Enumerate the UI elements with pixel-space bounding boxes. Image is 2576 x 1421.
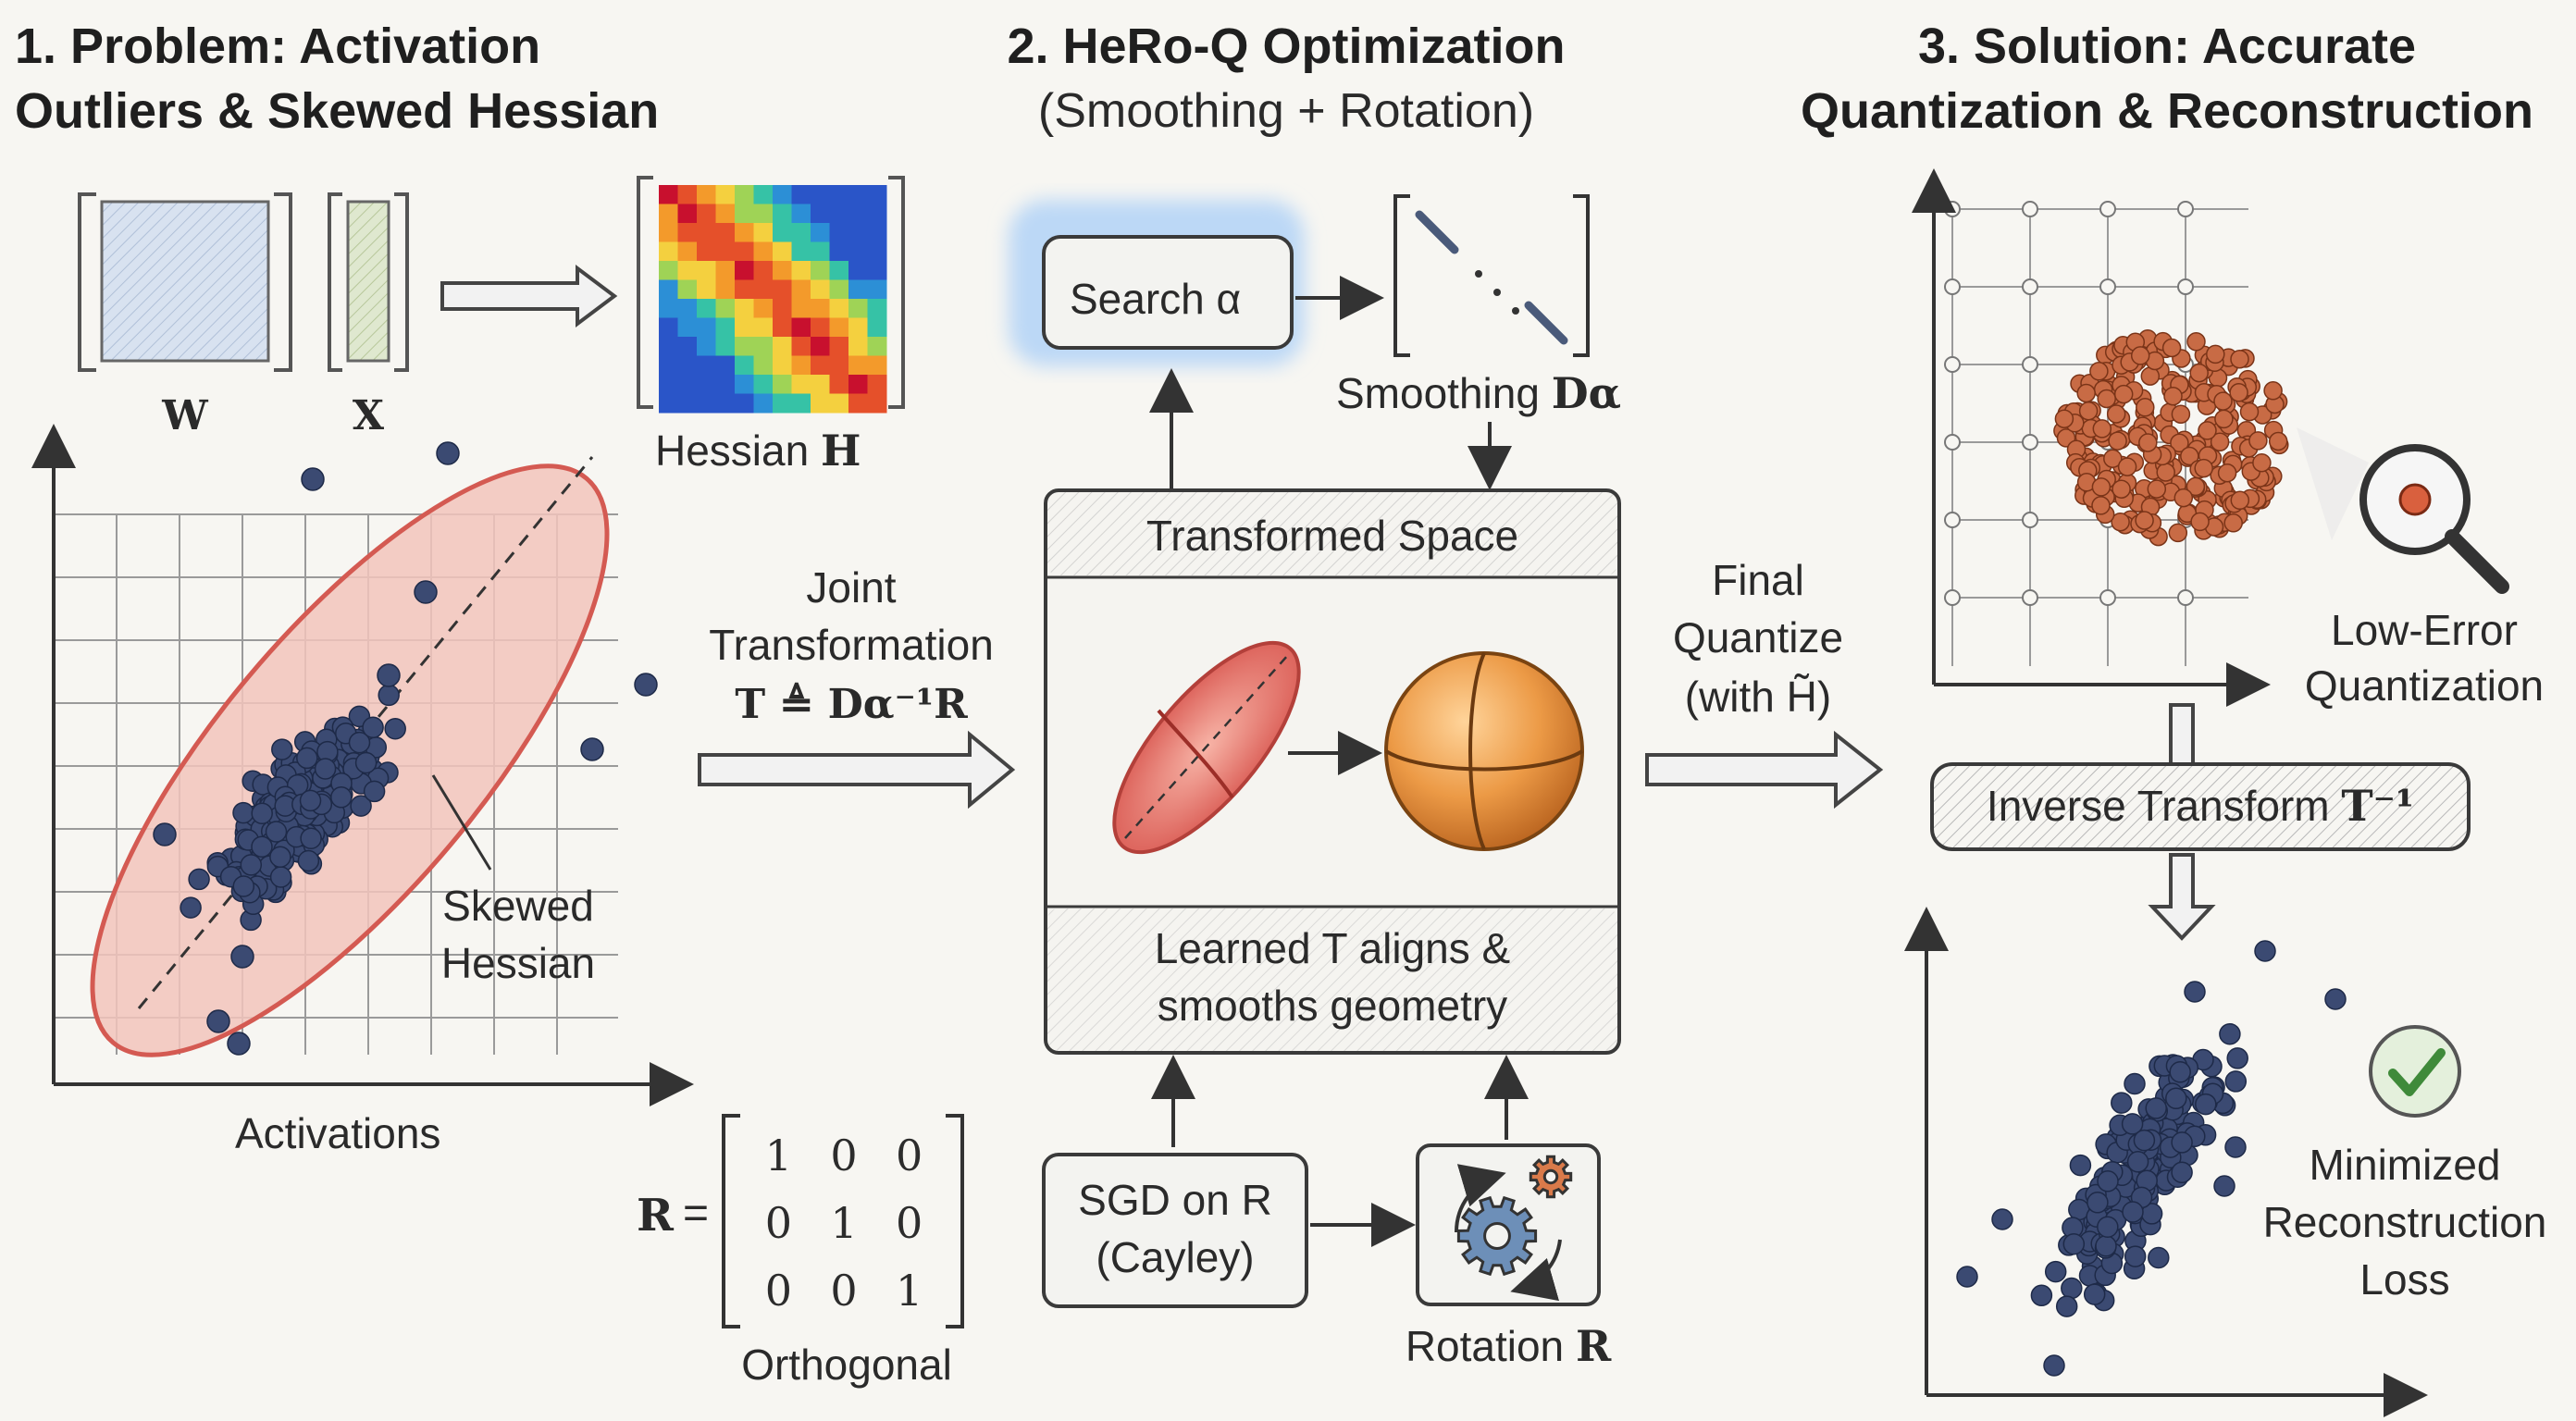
r-cell: 0 [896,1130,923,1180]
w-matrix [78,192,292,372]
final-label-line3: (with H̃) [1684,673,1832,721]
inverse-transform-label: Inverse Transform T⁻¹ [1986,781,2415,831]
r-matrix-brackets [722,1114,964,1328]
search-alpha-label: Search α [1070,275,1242,323]
reconstructed-points [1956,940,2347,1377]
skewed-hessian-label-line1: Skewed [442,882,594,930]
gear-icon [1416,1143,1601,1306]
r-cell: 0 [896,1197,923,1248]
final-label-line2: Quantize [1672,613,1844,661]
joint-transformation-arrow [698,730,1016,809]
r-cell: 0 [830,1266,858,1316]
down-arrow-to-inverse [2169,703,2195,766]
panel2-title-line1: 2. HeRo-Q Optimization [1007,19,1566,74]
sgd-box [1042,1153,1308,1308]
rotation-label: Rotation R [1405,1321,1612,1371]
check-icon [2369,1025,2461,1118]
rotation-matrix: 1 0 0 0 1 0 0 0 1 [746,1121,942,1325]
joint-label-line1: Joint [806,563,897,612]
transformed-space-title: Transformed Space [1146,512,1519,560]
minimized-line3: Loss [2359,1255,2450,1304]
hessian-label: Hessian H [655,426,861,476]
r-cell: 0 [830,1130,858,1180]
panel3-title-line1: 3. Solution: Accurate [1917,19,2417,74]
inverse-transform-box [1930,762,2471,851]
x-matrix [328,192,409,372]
panel3-title-line2: Quantization & Reconstruction [1800,83,2534,139]
low-error-line1: Low-Error [2331,606,2518,654]
reconstruction-axes [1904,907,2428,1417]
final-quantize-arrow [1645,730,1884,809]
hessian-heatmap [637,176,905,414]
quantized-cluster [2053,328,2289,547]
low-error-line2: Quantization [2304,661,2545,710]
joint-formula: T ≜ Dα⁻¹R [735,681,968,728]
learned-line2: smooths geometry [1157,982,1508,1030]
joint-label-line2: Transformation [709,621,994,669]
magnifier-icon [2297,427,2509,594]
smoothing-label: Smoothing Dα [1336,368,1621,418]
learned-line1: Learned T aligns & [1154,924,1511,972]
r-symbol: R [637,1190,674,1242]
final-label-line1: Final [1712,556,1804,604]
panel1-title-line2: Outliers & Skewed Hessian [15,83,660,139]
sgd-label-line2: (Cayley) [1096,1233,1255,1281]
skewed-hessian-leader [431,774,492,871]
arrow-to-hessian [440,265,618,327]
down-arrow-to-reconstruction [2148,853,2216,941]
minimized-line2: Reconstruction [2262,1198,2547,1246]
w-label: W [162,392,208,439]
elongated-ellipsoid [1112,640,1301,855]
r-cell: 1 [764,1130,792,1180]
r-cell: 1 [830,1197,858,1248]
panel1-title-line1: 1. Problem: Activation [15,19,541,74]
activations-label: Activations [235,1109,441,1157]
r-cell: 1 [896,1266,923,1316]
activation-points [153,441,658,1056]
r-cell: 0 [764,1266,792,1316]
skewed-hessian-label-line2: Hessian [440,939,596,987]
orthogonal-label: Orthogonal [741,1341,952,1389]
smoothing-matrix [1393,194,1590,357]
transformed-space-box [1044,488,1621,1055]
search-alpha-box [1009,200,1305,366]
r-cell: 0 [764,1197,792,1248]
panel2-title-line2: (Smoothing + Rotation) [1037,84,1535,138]
sgd-label-line1: SGD on R [1078,1176,1272,1224]
x-label: X [352,392,385,439]
rounded-sphere [1384,651,1584,851]
minimized-line1: Minimized [2309,1141,2501,1189]
r-equals: = [683,1189,710,1238]
